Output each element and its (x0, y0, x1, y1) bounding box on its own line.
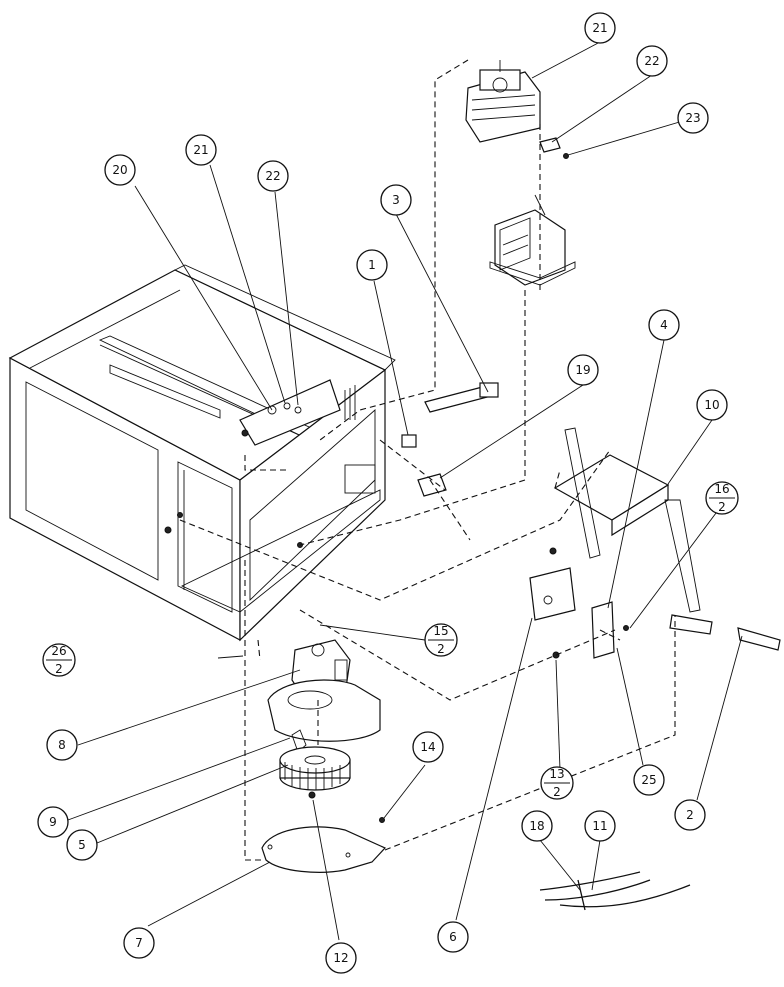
svg-text:12: 12 (333, 951, 348, 965)
callout-22: 20 (104, 154, 136, 186)
callout-3: 3 (380, 184, 412, 216)
callout-14: 14 (412, 731, 444, 763)
svg-text:2: 2 (718, 500, 726, 514)
callout-25: 25 (633, 764, 665, 796)
svg-text:2: 2 (437, 642, 445, 656)
svg-text:19: 19 (575, 363, 590, 377)
callout-15-2: 15 2 (424, 623, 458, 657)
callout-18: 22 (636, 45, 668, 77)
svg-text:25: 25 (641, 773, 656, 787)
fuse-holder (424, 382, 499, 413)
callout-11: 11 (584, 810, 616, 842)
svg-text:22: 22 (644, 54, 659, 68)
callout-9: 9 (37, 806, 69, 838)
leader-lines (67, 41, 743, 941)
svg-text:5: 5 (78, 838, 86, 852)
callout-23: 21 (185, 134, 217, 166)
base-plate (261, 817, 387, 873)
magnetron (465, 60, 541, 143)
svg-text:2: 2 (553, 785, 561, 799)
callout-1: 1 (356, 249, 388, 281)
high-voltage-transformer (489, 194, 576, 286)
callout-8: 8 (46, 729, 78, 761)
svg-text:22: 22 (265, 169, 280, 183)
svg-text:7: 7 (135, 936, 143, 950)
callout-19: 23 (677, 102, 709, 134)
callout-16-2: 16 2 (705, 481, 739, 515)
svg-text:21: 21 (592, 21, 607, 35)
svg-text:3: 3 (392, 193, 400, 207)
svg-text:21: 21 (193, 143, 208, 157)
thermal-protector (539, 137, 569, 159)
callout-26-2: 26 2 (42, 643, 76, 677)
callout-5: 5 (66, 829, 98, 861)
callout-13-2: 13 2 (540, 766, 574, 800)
latch-lever (737, 627, 781, 651)
interlock-switch (529, 547, 576, 659)
svg-text:18: 18 (529, 819, 544, 833)
callout-24: 22 (257, 160, 289, 192)
svg-text:6: 6 (449, 930, 457, 944)
switch-mount-plate (591, 601, 629, 659)
callout-17: 21 (584, 12, 616, 44)
svg-text:1: 1 (368, 258, 376, 272)
svg-text:23: 23 (685, 111, 700, 125)
svg-text:10: 10 (704, 398, 719, 412)
thermostat-1 (401, 434, 417, 448)
svg-text:14: 14 (420, 740, 435, 754)
svg-text:8: 8 (58, 738, 66, 752)
svg-text:15: 15 (433, 624, 448, 638)
svg-text:26: 26 (51, 644, 66, 658)
callout-21: 19 (567, 354, 599, 386)
oven-cabinet (8, 264, 396, 642)
svg-text:2: 2 (686, 808, 694, 822)
bracket-assembly (553, 427, 713, 635)
switch-21 (417, 473, 447, 497)
callout-20: 18 (521, 810, 553, 842)
callout-12: 12 (325, 942, 357, 974)
svg-text:11: 11 (592, 819, 607, 833)
callout-10: 10 (696, 389, 728, 421)
svg-text:4: 4 (660, 318, 668, 332)
svg-text:20: 20 (112, 163, 127, 177)
callout-6: 6 (437, 921, 469, 953)
svg-text:2: 2 (55, 662, 63, 676)
svg-text:9: 9 (49, 815, 57, 829)
fan-blade (279, 746, 351, 799)
wire-ties (539, 871, 691, 911)
callout-7: 7 (123, 927, 155, 959)
svg-text:13: 13 (549, 767, 564, 781)
svg-text:16: 16 (714, 482, 729, 496)
fan-duct (267, 679, 381, 753)
callout-2: 2 (674, 799, 706, 831)
assembly-guide-lines (179, 59, 676, 861)
callout-4: 4 (648, 309, 680, 341)
